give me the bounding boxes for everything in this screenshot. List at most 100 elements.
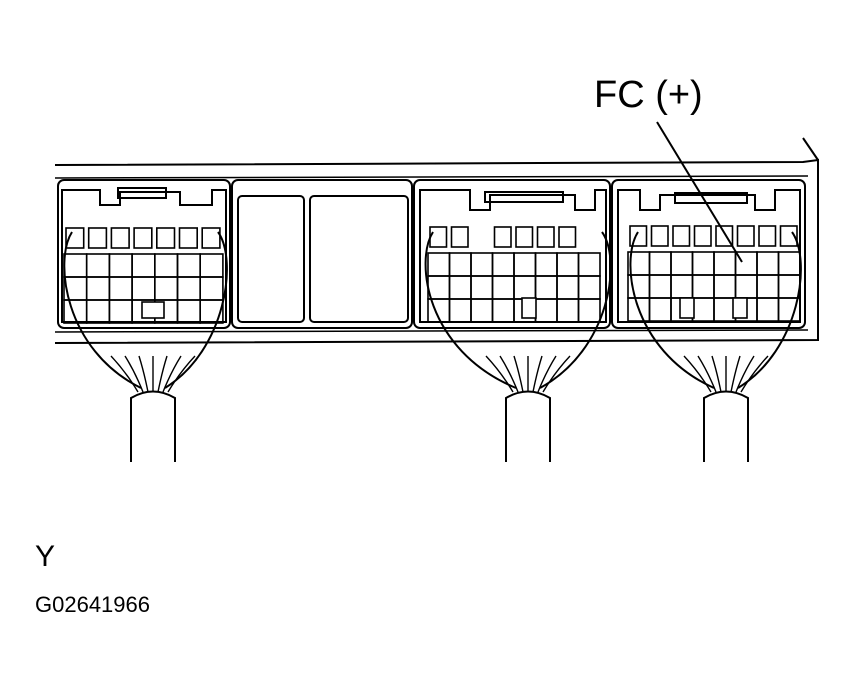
terminal-pin	[87, 227, 108, 249]
terminal-pin	[577, 298, 601, 323]
key-slot	[732, 297, 748, 319]
callout-leader-line	[656, 121, 743, 263]
callout-label: FC (+)	[594, 74, 703, 116]
wire	[499, 355, 519, 393]
terminal-pin	[577, 275, 601, 300]
connector-block-frame	[611, 179, 806, 329]
terminal-pin	[513, 275, 537, 300]
terminal-pin	[556, 298, 580, 323]
terminal-pin	[513, 252, 537, 277]
terminal-pin	[777, 251, 801, 276]
terminal-pin	[629, 225, 648, 247]
terminal-pin	[491, 298, 515, 323]
harness-tube	[505, 390, 551, 462]
key-slot	[679, 297, 695, 319]
terminal-pin	[108, 299, 133, 324]
terminal-pin	[534, 298, 558, 323]
connector-contour	[61, 189, 227, 323]
terminal-pin	[779, 225, 798, 247]
terminal-pin	[491, 275, 515, 300]
terminal-pin	[427, 275, 451, 300]
terminal-pin	[691, 297, 715, 322]
terminal-pin	[108, 276, 133, 301]
figure-code: G02641966	[35, 592, 150, 617]
terminal-pin	[756, 274, 780, 299]
terminal-pin	[670, 274, 694, 299]
terminal-pin	[672, 225, 691, 247]
terminal-pin	[534, 275, 558, 300]
terminal-pin	[556, 252, 580, 277]
terminal-pin	[493, 226, 512, 248]
terminal-pin	[131, 253, 156, 278]
wire	[730, 355, 741, 393]
terminal-pin	[691, 251, 715, 276]
wire	[735, 355, 755, 393]
terminal-pin	[131, 276, 156, 301]
terminal-pin	[85, 276, 111, 301]
terminal-pin	[85, 253, 111, 278]
terminal-pin	[448, 298, 472, 323]
terminal-pin	[713, 274, 737, 299]
terminal-pin	[176, 299, 202, 324]
terminal-pin	[648, 297, 672, 322]
terminal-pin	[199, 299, 224, 324]
terminal-pin	[199, 253, 224, 278]
terminal-pin	[491, 252, 515, 277]
harness-cover-left	[629, 231, 715, 389]
harness-tube	[130, 390, 176, 462]
key-slot	[141, 301, 165, 319]
wire	[542, 355, 571, 393]
terminal-pin	[448, 275, 472, 300]
terminal-pin	[427, 252, 451, 277]
terminal-pin	[577, 252, 601, 277]
harness-cover-left	[63, 231, 142, 389]
wire	[740, 355, 769, 393]
view-letter: Y	[35, 540, 55, 573]
wire	[162, 355, 182, 393]
empty-cavity	[237, 195, 305, 323]
terminal-pin	[515, 226, 534, 248]
wire	[167, 355, 196, 393]
connector-latch	[674, 192, 748, 204]
wire	[683, 355, 712, 393]
key-slot	[521, 297, 537, 319]
wire-harnesses	[63, 231, 802, 462]
connector-block-frame	[231, 179, 413, 329]
terminal-pin	[429, 226, 448, 248]
terminal-pin	[470, 252, 494, 277]
terminal-pin	[448, 252, 472, 277]
harness-cover-right	[737, 231, 802, 389]
harness-cover-left	[424, 231, 517, 389]
terminal-pin	[199, 276, 224, 301]
wire	[124, 355, 144, 393]
connector-latch	[484, 191, 564, 203]
wire	[110, 355, 139, 393]
wire	[697, 355, 717, 393]
terminal-pin	[65, 227, 85, 249]
terminal-pin	[108, 253, 133, 278]
terminal-pin	[176, 253, 202, 278]
harness-tube	[703, 390, 749, 462]
terminal-pin	[556, 275, 580, 300]
terminal-pin	[156, 227, 176, 249]
ecu-housing	[54, 137, 819, 344]
harness-cover-right	[164, 231, 228, 389]
connector-blocks	[57, 179, 806, 329]
harness-cover-right	[539, 231, 612, 389]
wire	[711, 355, 722, 393]
terminal-pin	[470, 298, 494, 323]
terminal-pin	[713, 251, 737, 276]
wire	[513, 355, 524, 393]
terminal-pin	[85, 299, 111, 324]
terminal-pin	[63, 253, 88, 278]
connector-latch	[117, 187, 167, 199]
terminal-pin	[201, 227, 221, 249]
wire	[532, 355, 543, 393]
terminal-pin	[648, 251, 672, 276]
empty-cavity	[309, 195, 409, 323]
wire	[138, 355, 149, 393]
terminal-pin	[777, 297, 801, 322]
terminal-pin	[715, 225, 734, 247]
wire	[537, 355, 557, 393]
